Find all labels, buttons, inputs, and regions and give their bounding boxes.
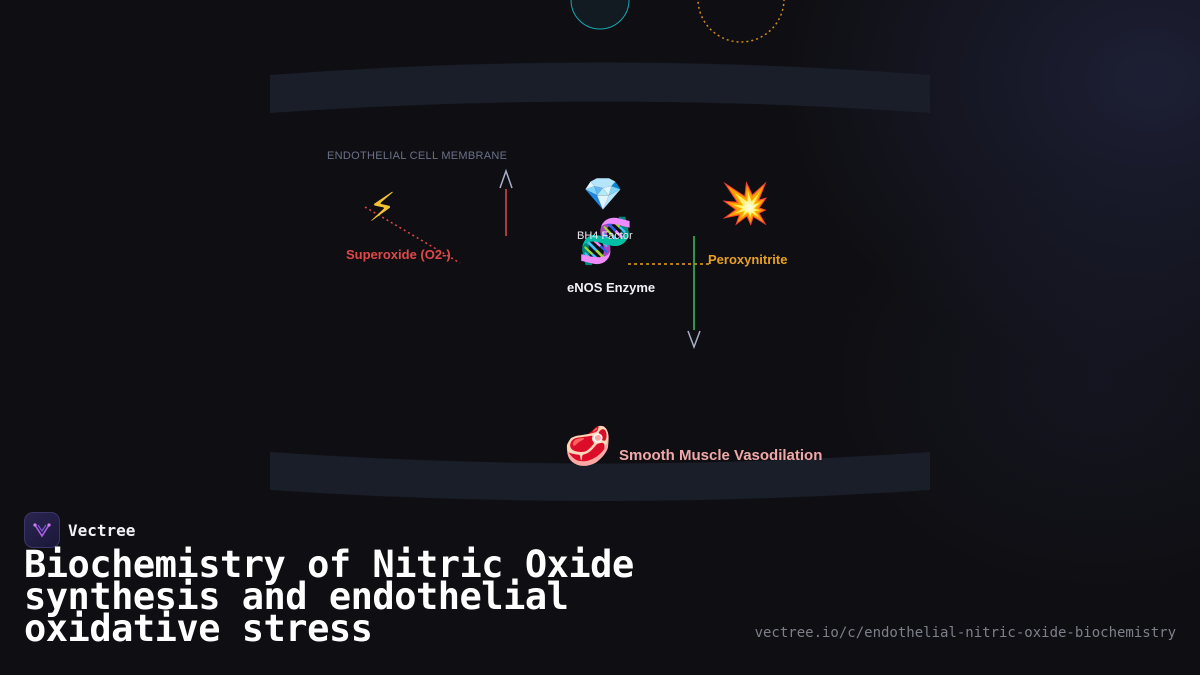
enos-label: eNOS Enzyme: [567, 280, 656, 295]
vectree-logo-icon: [24, 512, 60, 548]
gem-icon: 💎: [583, 175, 623, 213]
teal-circle: [570, 0, 630, 30]
brand[interactable]: Vectree: [24, 512, 135, 548]
smooth-muscle-label: Smooth Muscle Vasodilation: [619, 447, 823, 464]
orange-dotted-circle: [697, 0, 785, 43]
bh4-label: BH4 Factor: [577, 230, 633, 242]
peroxynitrite-label: Peroxynitrite: [708, 252, 788, 267]
red-arrow-head: [499, 168, 513, 189]
green-arrow-head: [687, 330, 701, 350]
source-url[interactable]: vectree.io/c/endothelial-nitric-oxide-bi…: [754, 625, 1176, 641]
page-title: Biochemistry of Nitric Oxide synthesis a…: [24, 543, 634, 650]
collision-icon: 💥: [720, 181, 770, 227]
meat-icon: 🥩: [564, 424, 612, 468]
superoxide-label: Superoxide (O2-): [346, 247, 451, 262]
lightning-icon: ⚡: [368, 185, 397, 231]
membrane-label: ENDOTHELIAL CELL MEMBRANE: [327, 150, 508, 162]
membrane-top: [270, 62, 930, 113]
superoxide-dashed-line: [364, 206, 461, 264]
dna-icon: 🧬: [578, 216, 633, 267]
membrane-bottom: [270, 452, 930, 501]
brand-name: Vectree: [68, 520, 136, 540]
